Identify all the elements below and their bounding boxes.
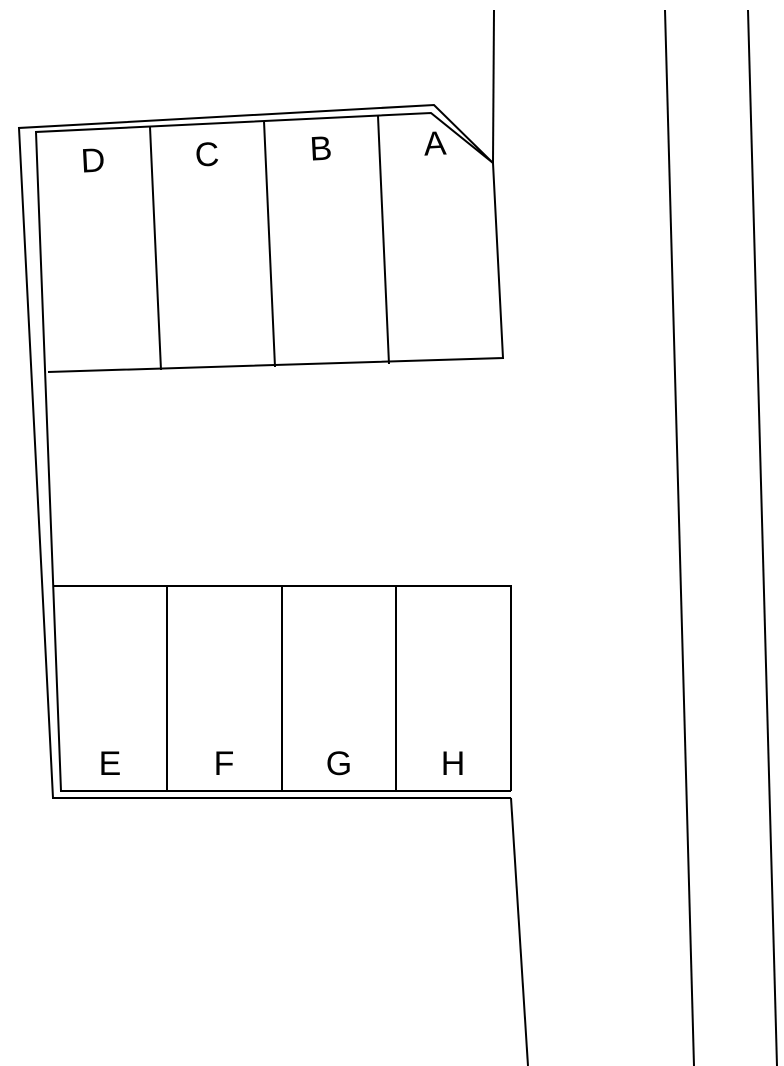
property-boundary [17, 103, 511, 799]
top-lot-row: D C B A [47, 115, 505, 373]
lot-label-a: A [423, 124, 448, 163]
access-line-top [492, 9, 495, 164]
lot-label-b: B [309, 129, 334, 168]
lot-label-f: F [214, 745, 235, 783]
access-line-bottom [510, 797, 529, 1066]
lot-divider-d-c [149, 126, 162, 371]
lot-label-g: G [326, 745, 352, 783]
lot-divider-b-a [377, 115, 390, 365]
inner-boundary-line [34, 111, 511, 792]
bottom-lot-row: E F G H [53, 585, 512, 791]
bottom-row-outline [53, 585, 512, 791]
lot-label-d: D [80, 141, 107, 180]
lot-label-h: H [441, 745, 466, 783]
lot-label-e: E [99, 745, 122, 783]
outer-boundary-line [17, 103, 511, 799]
lot-label-c: C [194, 135, 221, 174]
road-line-right [747, 9, 778, 1066]
lot-divider-c-b [263, 120, 276, 368]
road-lines [492, 9, 778, 1066]
top-row-outline [47, 162, 505, 373]
road-line-left [664, 9, 695, 1066]
